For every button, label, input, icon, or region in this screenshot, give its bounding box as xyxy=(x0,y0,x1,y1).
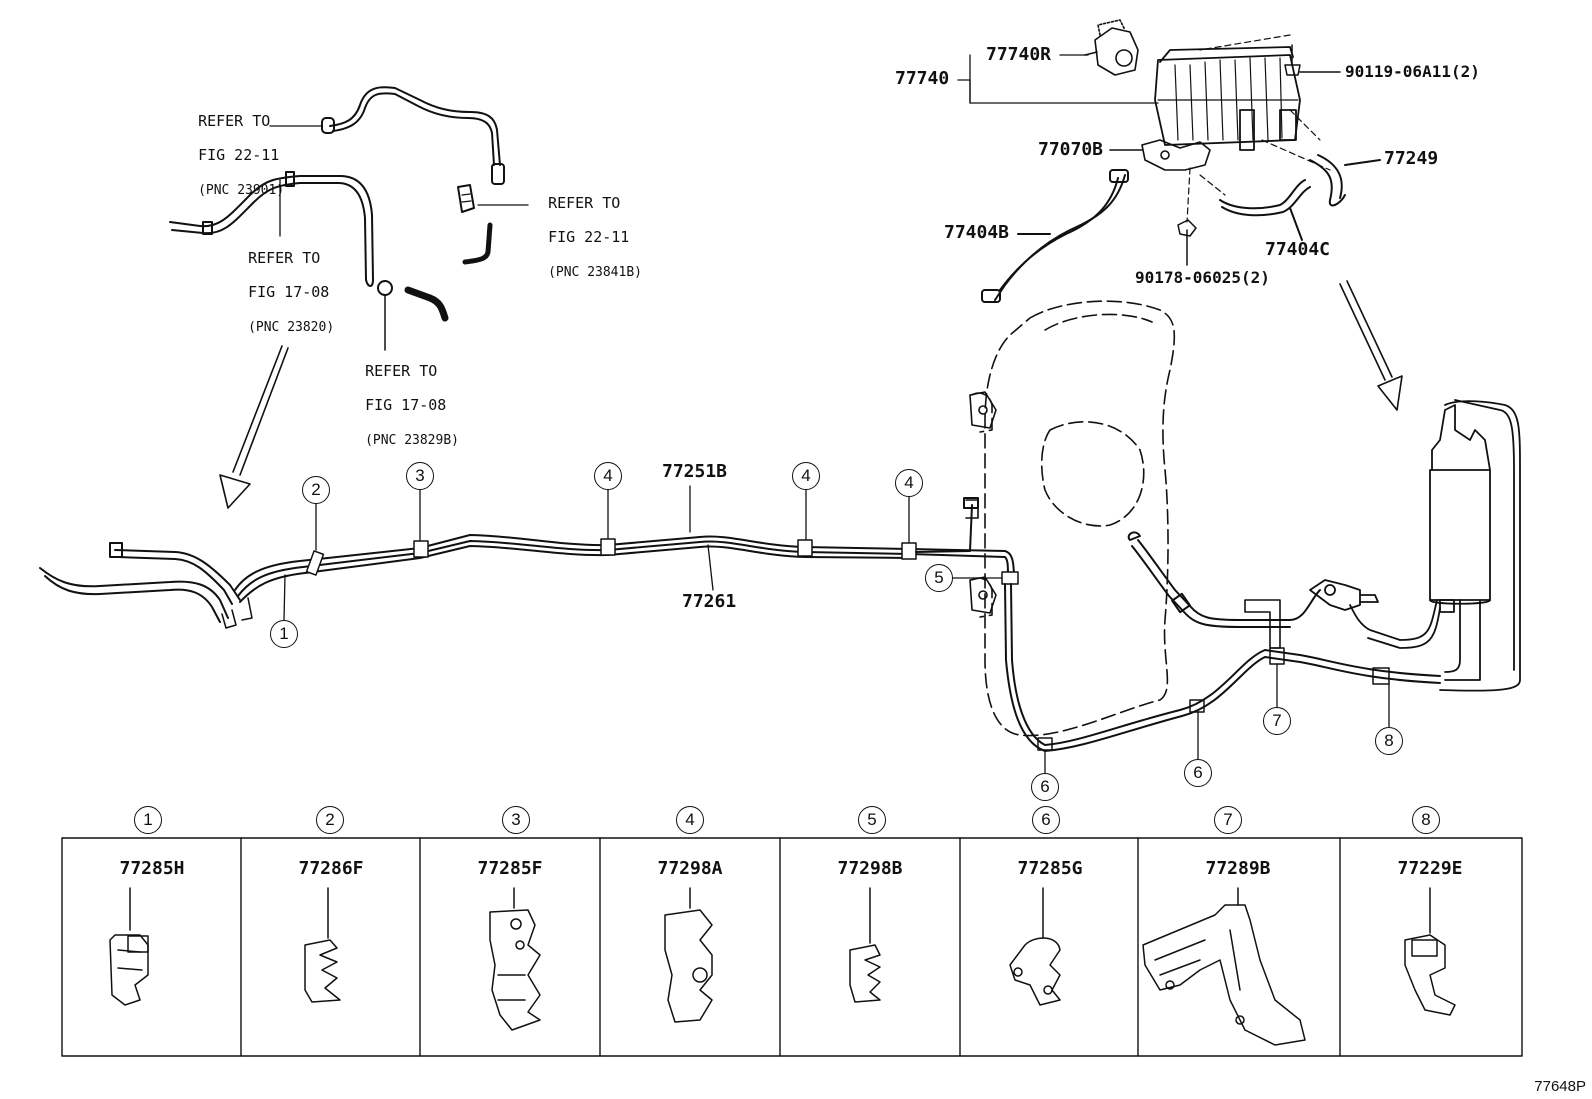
leader-lines-refs xyxy=(269,125,529,237)
table-callout-4: 4 xyxy=(676,806,704,834)
callout-1[interactable]: 1 xyxy=(270,620,298,648)
refer-pnc: (PNC 23841B) xyxy=(548,265,642,280)
table-callout-8: 8 xyxy=(1412,806,1440,834)
table-part-77298a[interactable]: 77298A xyxy=(657,858,723,879)
canister-assembly xyxy=(1309,399,1521,692)
leader-lines-top xyxy=(957,54,1159,104)
nut-90178 xyxy=(1177,219,1197,266)
part-label-77740[interactable]: 77740 xyxy=(895,68,950,89)
clip-77298a-sketch xyxy=(664,887,713,1023)
refer-label: REFER TO xyxy=(548,194,621,212)
table-callout-2: 2 xyxy=(316,806,344,834)
callout-5[interactable]: 5 xyxy=(925,564,953,592)
clip-77298b-sketch xyxy=(849,887,881,1003)
part-label-77740r[interactable]: 77740R xyxy=(986,44,1052,65)
table-part-77285h[interactable]: 77285H xyxy=(119,858,185,879)
refer-label: REFER TO xyxy=(248,249,321,267)
tank-fuel-lines xyxy=(915,497,1441,752)
table-part-77285g[interactable]: 77285G xyxy=(1017,858,1083,879)
refer-fig: FIG 17-08 xyxy=(365,396,447,414)
refer-fig: FIG 22-11 xyxy=(548,228,630,246)
valve-77740r xyxy=(1084,19,1139,76)
fuel-line-bundle xyxy=(39,534,1015,629)
table-callout-7: 7 xyxy=(1214,806,1242,834)
direction-arrow-right xyxy=(1339,280,1403,411)
callout-3[interactable]: 3 xyxy=(406,462,434,490)
bracket-77289b xyxy=(1244,599,1281,649)
ref-pipe-23820 xyxy=(169,171,374,287)
valve-77070b xyxy=(1109,139,1211,171)
part-label-90178-06025[interactable]: 90178-06025(2) xyxy=(1135,268,1270,287)
ref-pipe-23829b xyxy=(377,280,449,351)
callout-6[interactable]: 6 xyxy=(1184,759,1212,787)
callout-2[interactable]: 2 xyxy=(302,476,330,504)
callout-7[interactable]: 7 xyxy=(1263,707,1291,735)
table-part-77285f[interactable]: 77285F xyxy=(477,858,543,879)
refer-pnc: (PNC 23901) xyxy=(198,183,285,198)
refer-fig: FIG 22-11 xyxy=(198,146,280,164)
ref-pipe-23841b xyxy=(457,184,493,265)
table-part-77229e[interactable]: 77229E xyxy=(1397,858,1463,879)
clip-77285h-sketch xyxy=(109,887,149,1006)
callout-4[interactable]: 4 xyxy=(594,462,622,490)
refer-label: REFER TO xyxy=(198,112,271,130)
clip-77229e-sketch xyxy=(1404,887,1456,1016)
dashed-assembly-lines xyxy=(1186,34,1331,223)
table-part-77289b[interactable]: 77289B xyxy=(1205,858,1271,879)
table-callout-6: 6 xyxy=(1032,806,1060,834)
refer-to-fig-17-08-upper: REFER TO FIG 17-08 (PNC 23820) xyxy=(230,233,334,336)
hose-77249 xyxy=(1309,154,1381,207)
callout-4[interactable]: 4 xyxy=(895,469,923,497)
tank-strap xyxy=(965,391,997,614)
parts-table-grid xyxy=(61,837,1523,1057)
diagram-code: 77648P xyxy=(1534,1078,1586,1095)
refer-fig: FIG 17-08 xyxy=(248,283,330,301)
part-label-90119-06a11[interactable]: 90119-06A11(2) xyxy=(1345,62,1480,81)
callout-4[interactable]: 4 xyxy=(792,462,820,490)
table-callout-1: 1 xyxy=(134,806,162,834)
clamp-markers xyxy=(305,538,1390,751)
hose-77404c xyxy=(1219,179,1311,241)
bolt-90119 xyxy=(1284,44,1341,76)
ref-pipe-23901 xyxy=(321,86,505,185)
refer-label: REFER TO xyxy=(365,362,438,380)
table-part-77286f[interactable]: 77286F xyxy=(298,858,364,879)
callout-leaders xyxy=(283,485,1390,774)
callout-6[interactable]: 6 xyxy=(1031,773,1059,801)
part-label-77404b[interactable]: 77404B xyxy=(944,222,1010,243)
hose-77404b xyxy=(981,169,1129,303)
clip-77286f-sketch xyxy=(304,887,341,1003)
table-part-77298b[interactable]: 77298B xyxy=(837,858,903,879)
refer-pnc: (PNC 23829B) xyxy=(365,433,459,448)
charcoal-canister-77740 xyxy=(1154,46,1301,151)
bracket-77289b-sketch xyxy=(1142,887,1306,1046)
fuel-tank-outline xyxy=(971,300,1176,737)
clip-77285f-sketch xyxy=(489,887,541,1031)
refer-to-fig-22-11-right: REFER TO FIG 22-11 (PNC 23841B) xyxy=(530,178,642,281)
table-callout-3: 3 xyxy=(502,806,530,834)
direction-arrow-left xyxy=(219,345,289,509)
clip-77285g-sketch xyxy=(1009,887,1061,1006)
part-label-77249[interactable]: 77249 xyxy=(1384,148,1439,169)
part-label-77261[interactable]: 77261 xyxy=(682,591,737,612)
refer-to-fig-17-08-lower: REFER TO FIG 17-08 (PNC 23829B) xyxy=(347,346,459,449)
part-label-77404c[interactable]: 77404C xyxy=(1265,239,1331,260)
refer-to-fig-22-11-upper: REFER TO FIG 22-11 (PNC 23901) xyxy=(180,96,284,199)
part-label-77070b[interactable]: 77070B xyxy=(1038,139,1104,160)
table-callout-5: 5 xyxy=(858,806,886,834)
callout-8[interactable]: 8 xyxy=(1375,727,1403,755)
refer-pnc: (PNC 23820) xyxy=(248,320,335,335)
part-label-77251b[interactable]: 77251B xyxy=(662,461,728,482)
